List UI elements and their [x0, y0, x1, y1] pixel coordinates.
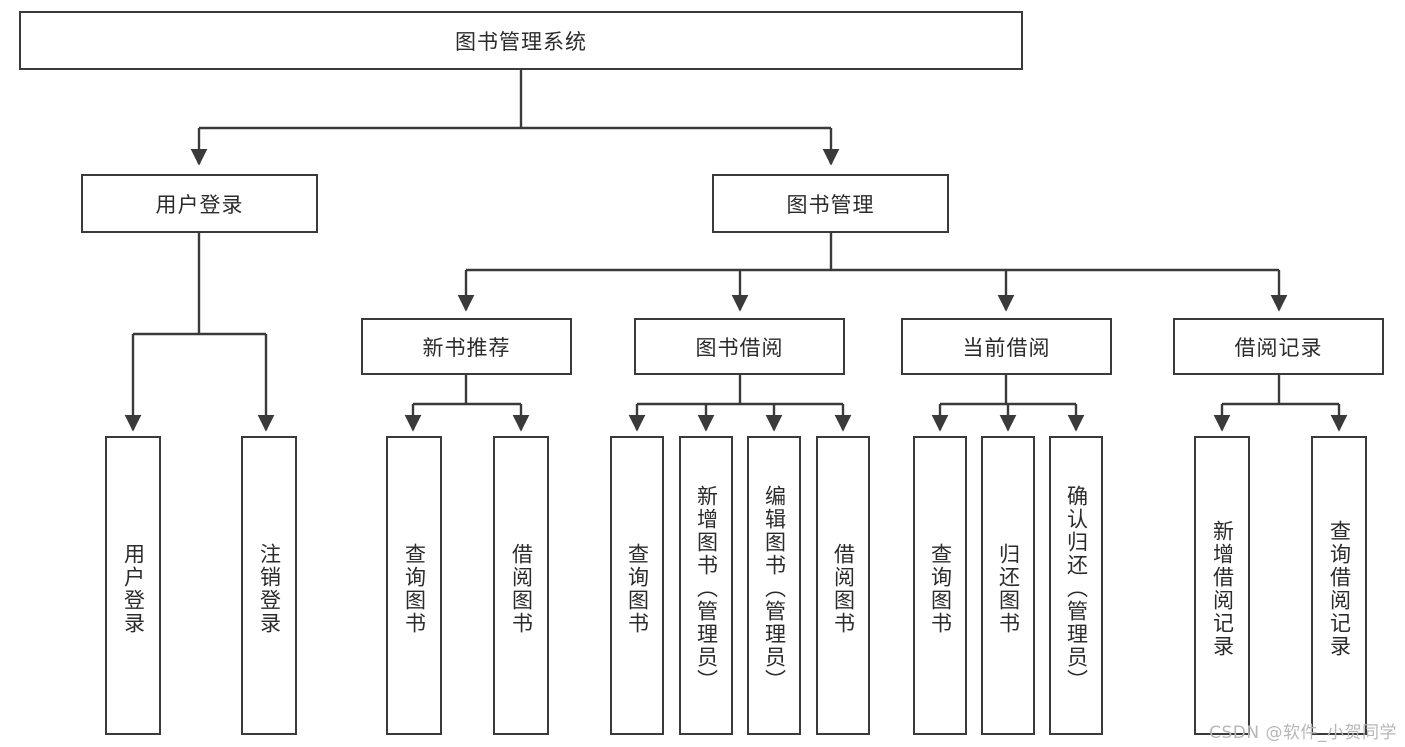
node-current-borrow-label: 当前借阅 — [962, 335, 1051, 360]
node-leaf-add-book[interactable]: 新增图书（管理员） — [679, 436, 733, 735]
node-leaf-confirm-return[interactable]: 确认归还（管理员） — [1049, 436, 1103, 735]
node-leaf-query-record[interactable]: 查询借阅记录 — [1311, 436, 1367, 735]
node-leaf-query-record-label: 查询借阅记录 — [1327, 519, 1352, 658]
node-leaf-borrow-book-2-label: 借阅图书 — [831, 542, 856, 635]
node-user-login[interactable]: 用户登录 — [81, 174, 318, 233]
node-current-borrow[interactable]: 当前借阅 — [901, 318, 1112, 375]
node-leaf-borrow-book-1-label: 借阅图书 — [509, 542, 534, 635]
node-leaf-edit-book-label: 编辑图书（管理员） — [762, 485, 787, 692]
node-leaf-confirm-return-label: 确认归还（管理员） — [1064, 485, 1089, 692]
watermark-text: CSDN @软件_小贺同学 — [1209, 723, 1397, 743]
node-new-book-recommend[interactable]: 新书推荐 — [361, 318, 572, 375]
node-book-borrow[interactable]: 图书借阅 — [634, 318, 845, 375]
node-leaf-query-book-1-label: 查询图书 — [402, 542, 427, 635]
node-book-manage[interactable]: 图书管理 — [712, 174, 949, 233]
node-root[interactable]: 图书管理系统 — [19, 11, 1023, 70]
node-leaf-logout-label: 注销登录 — [257, 542, 282, 635]
node-leaf-query-book-1[interactable]: 查询图书 — [386, 436, 442, 735]
node-leaf-add-book-label: 新增图书（管理员） — [694, 485, 719, 692]
node-borrow-record-label: 借阅记录 — [1234, 335, 1323, 360]
node-borrow-record[interactable]: 借阅记录 — [1173, 318, 1384, 375]
node-leaf-return-book-label: 归还图书 — [996, 542, 1021, 635]
node-book-borrow-label: 图书借阅 — [695, 335, 784, 360]
node-leaf-query-book-2[interactable]: 查询图书 — [610, 436, 664, 735]
node-leaf-return-book[interactable]: 归还图书 — [981, 436, 1035, 735]
node-leaf-add-record[interactable]: 新增借阅记录 — [1194, 436, 1250, 735]
node-leaf-query-book-3-label: 查询图书 — [928, 542, 953, 635]
node-root-label: 图书管理系统 — [455, 29, 587, 54]
node-leaf-add-record-label: 新增借阅记录 — [1210, 519, 1235, 658]
node-new-book-recommend-label: 新书推荐 — [422, 335, 511, 360]
node-leaf-query-book-2-label: 查询图书 — [625, 542, 650, 635]
node-leaf-borrow-book-2[interactable]: 借阅图书 — [816, 436, 870, 735]
node-leaf-user-login-label: 用户登录 — [121, 542, 146, 635]
node-user-login-label: 用户登录 — [155, 192, 244, 217]
node-leaf-logout[interactable]: 注销登录 — [241, 436, 297, 735]
node-leaf-user-login[interactable]: 用户登录 — [105, 436, 161, 735]
node-leaf-edit-book[interactable]: 编辑图书（管理员） — [747, 436, 801, 735]
node-book-manage-label: 图书管理 — [786, 192, 875, 217]
node-leaf-borrow-book-1[interactable]: 借阅图书 — [493, 436, 549, 735]
node-leaf-query-book-3[interactable]: 查询图书 — [913, 436, 967, 735]
